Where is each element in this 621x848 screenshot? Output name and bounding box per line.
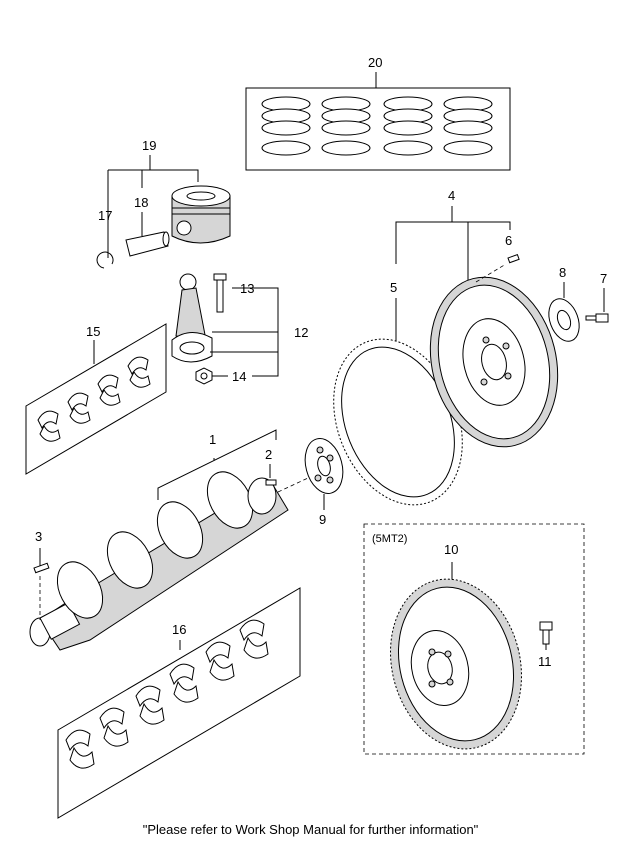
main-bearing-frame xyxy=(57,587,301,819)
dowel-pin xyxy=(265,479,277,486)
callout-20: 20 xyxy=(368,55,382,70)
snap-ring xyxy=(96,251,114,269)
crank-plate xyxy=(304,438,344,494)
leader-19-bracket xyxy=(108,169,199,182)
rod-bearing-group xyxy=(25,323,167,475)
ring-set-frame xyxy=(245,87,511,171)
connecting-rod-group xyxy=(171,273,279,385)
woodruff-key xyxy=(33,562,50,574)
callout-17: 17 xyxy=(98,208,112,223)
callout-18: 18 xyxy=(134,195,148,210)
dual-mass-flywheel xyxy=(390,578,522,750)
callout-19: 19 xyxy=(142,138,156,153)
footer-note: "Please refer to Work Shop Manual for fu… xyxy=(142,822,479,837)
leader-1-bracket xyxy=(157,429,277,500)
callout-13: 13 xyxy=(240,281,254,296)
rod-nut xyxy=(195,367,213,385)
piston-ring-set-group xyxy=(245,72,511,171)
crankshaft-group xyxy=(29,429,344,651)
callout-2: 2 xyxy=(265,447,272,462)
piston xyxy=(171,185,231,244)
ring-set-1 xyxy=(261,96,311,156)
rod-bearing-frame xyxy=(25,323,167,475)
callout-6: 6 xyxy=(505,233,512,248)
callout-12: 12 xyxy=(294,325,308,340)
main-bearing-row-upper xyxy=(65,619,265,752)
crankshaft xyxy=(29,471,289,651)
callout-14: 14 xyxy=(232,369,246,384)
flywheel xyxy=(429,276,559,448)
callout-3: 3 xyxy=(35,529,42,544)
variant-frame xyxy=(363,523,585,755)
callout-8: 8 xyxy=(559,265,566,280)
main-bearing-row-lower xyxy=(69,636,269,769)
piston-assembly-group xyxy=(96,155,231,269)
callout-15: 15 xyxy=(86,324,100,339)
rod-bearing-row-lower xyxy=(39,370,151,442)
callout-16: 16 xyxy=(172,622,186,637)
flywheel-plate xyxy=(548,298,580,342)
leader-4-bracket xyxy=(395,221,511,264)
callout-4: 4 xyxy=(448,188,455,203)
rod-bolt xyxy=(213,273,227,313)
flywheel-dowel xyxy=(507,253,520,264)
variant-label: (5MT2) xyxy=(372,533,407,545)
flywheel-group xyxy=(333,206,609,506)
piston-pin xyxy=(125,231,170,257)
callout-5: 5 xyxy=(390,280,397,295)
callout-11: 11 xyxy=(538,654,552,669)
main-bearing-group xyxy=(57,587,301,819)
connecting-rod xyxy=(171,273,213,363)
plate-axis xyxy=(277,477,309,493)
ring-set-4 xyxy=(443,96,493,156)
variant-5mt2-group xyxy=(363,523,585,755)
ring-gear xyxy=(333,338,463,506)
ring-set-2 xyxy=(321,96,371,156)
callout-7: 7 xyxy=(600,271,607,286)
callout-10: 10 xyxy=(444,542,458,557)
flywheel-bolt-5mt2 xyxy=(539,621,553,645)
dowel-axis xyxy=(475,263,507,283)
rod-bearing-row-upper xyxy=(37,356,149,430)
ring-set-3 xyxy=(383,96,433,156)
flywheel-bolt xyxy=(585,313,609,323)
callout-9: 9 xyxy=(319,512,326,527)
callout-1: 1 xyxy=(209,432,216,447)
